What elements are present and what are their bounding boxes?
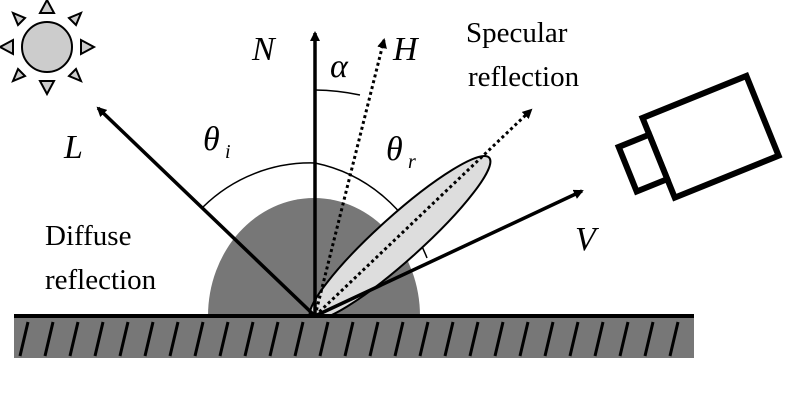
label-diffuse-line2: reflection [45, 264, 157, 296]
view-vector [314, 189, 584, 318]
reflection-vector [313, 108, 533, 318]
hatch-mark [568, 321, 580, 357]
hatch-mark [243, 321, 255, 357]
hatch-mark [293, 321, 305, 357]
hatch-mark [18, 321, 30, 357]
hatch-mark [368, 321, 380, 357]
label-theta-r: θ [386, 131, 403, 168]
hatch-mark [168, 321, 180, 357]
surface [14, 314, 694, 358]
hatch-mark [668, 321, 680, 357]
label-l: L [63, 129, 83, 166]
hatch-mark [593, 321, 605, 357]
hatch-mark [143, 321, 155, 357]
hatch-mark [43, 321, 55, 357]
hatch-mark [343, 321, 355, 357]
hatch-mark [468, 321, 480, 357]
hatch-mark [618, 321, 630, 357]
hatch-mark [68, 321, 80, 357]
camera-icon [614, 72, 783, 202]
label-diffuse-line1: Diffuse [45, 220, 131, 252]
theta-i-arc [202, 162, 316, 208]
label-theta-i: θ [203, 121, 220, 158]
hatch-mark [393, 321, 405, 357]
hatch-mark [268, 321, 280, 357]
label-specular-line1: Specular [466, 17, 568, 49]
hatch-mark [418, 321, 430, 357]
hatch-mark [543, 321, 555, 357]
hatch-mark [193, 321, 205, 357]
label-theta-i-sub: i [225, 141, 231, 163]
label-v: V [575, 221, 600, 258]
hatch-mark [643, 321, 655, 357]
sun-icon [0, 0, 97, 97]
label-specular-line2: reflection [468, 61, 580, 93]
label-h: H [392, 31, 420, 68]
light-vector [96, 106, 317, 318]
hatch-mark [93, 321, 105, 357]
hatch-mark [218, 321, 230, 357]
label-n: N [251, 31, 277, 68]
label-theta-r-sub: r [408, 151, 416, 173]
hatch-mark [518, 321, 530, 357]
hatch-mark [493, 321, 505, 357]
hatch-mark [118, 321, 130, 357]
hatch-mark [318, 321, 330, 357]
label-alpha: α [330, 48, 349, 85]
hatch-mark [443, 321, 455, 357]
alpha-arc [314, 89, 361, 96]
